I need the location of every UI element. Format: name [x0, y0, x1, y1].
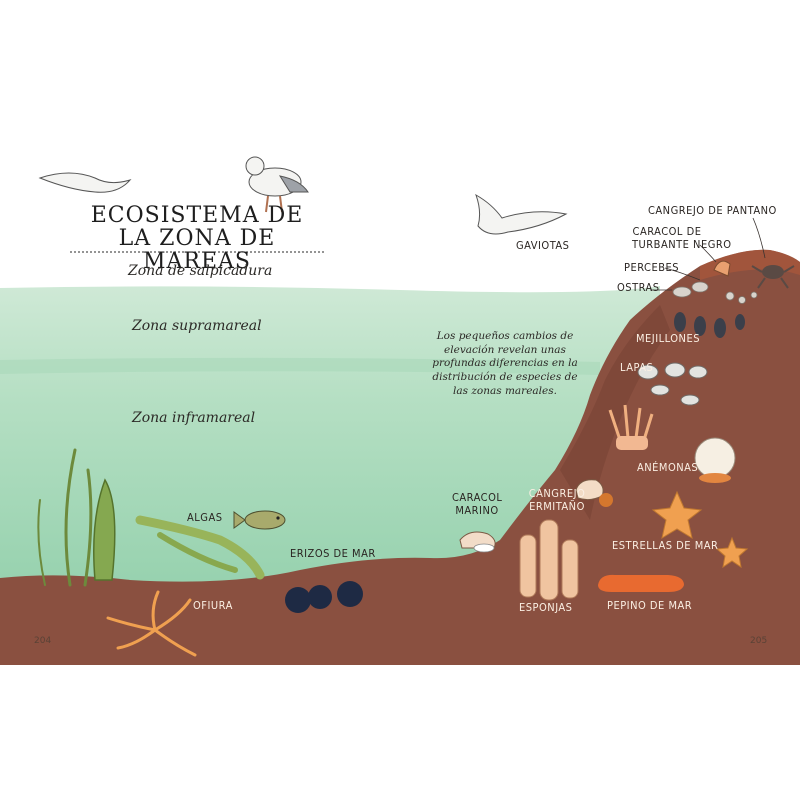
- label-sea-snail-line-2: MARINO: [455, 503, 499, 517]
- zone-splash-label: Zona de salpicadura: [128, 263, 273, 279]
- brittle-star-drawing: [106, 590, 197, 657]
- label-limpets: LAPAS: [620, 361, 654, 374]
- algae-drawing: [37, 448, 265, 587]
- mussels-drawing: [674, 312, 745, 338]
- rock-shade: [560, 305, 670, 520]
- sponges-drawing: [519, 519, 579, 601]
- label-hermit-crab-line-2: ERMITAÑO: [529, 499, 585, 513]
- label-oysters: OSTRAS: [617, 281, 660, 294]
- label-sea-snail-line-1: CARACOL: [452, 491, 503, 504]
- sea-urchins-drawing: [285, 581, 363, 613]
- page-number-left: 204: [34, 636, 52, 646]
- oysters-barnacles-drawing: [672, 281, 758, 304]
- label-hermit-crab-line-1: CANGREJO: [528, 487, 586, 500]
- fish-drawing: [233, 510, 286, 530]
- label-sea-snail: CARACOL MARINO: [452, 491, 503, 517]
- title-line-1: ECOSISTEMA DE: [90, 203, 304, 228]
- label-sea-urchins: ERIZOS DE MAR: [290, 547, 376, 560]
- hermit-crab-drawing: [575, 479, 613, 507]
- gull-flying-left: [38, 172, 132, 193]
- gull-flying-right: [475, 193, 568, 235]
- label-anemones: ANÉMONAS: [637, 461, 699, 474]
- leader-lines: [650, 217, 766, 291]
- limpets-drawing: [637, 362, 708, 406]
- label-brittle-star: OFIURA: [193, 599, 233, 612]
- label-turban-snail-line-1: CARACOL DE: [632, 225, 702, 238]
- marsh-crab-drawing: [751, 265, 795, 289]
- zone-supratidal-label: Zona supramareal: [132, 318, 262, 334]
- label-sea-cucumber: PEPINO DE MAR: [607, 599, 693, 612]
- label-sponges: ESPONJAS: [519, 601, 573, 614]
- label-starfish: ESTRELLAS DE MAR: [612, 539, 719, 552]
- page-title: ECOSISTEMA DE LA ZONA DE MAREAS: [62, 204, 332, 273]
- starfish-drawing: [651, 490, 749, 569]
- label-algae: ALGAS: [187, 511, 223, 524]
- label-mussels: MEJILLONES: [636, 332, 700, 345]
- water-band-supratidal: [0, 357, 600, 375]
- label-gulls: GAVIOTAS: [516, 239, 570, 252]
- label-hermit-crab: CANGREJO ERMITAÑO: [526, 487, 588, 513]
- elevation-note: Los pequeños cambios de elevación revela…: [432, 330, 578, 397]
- title-line-2: LA ZONA DE MAREAS: [118, 226, 276, 275]
- zone-infratidal-label: Zona inframareal: [132, 410, 256, 426]
- anemones-drawing: [608, 404, 736, 483]
- label-turban-snail-line-2: TURBANTE NEGRO: [632, 237, 732, 251]
- label-marsh-crab: CANGREJO DE PANTANO: [648, 204, 777, 217]
- gull-standing: [245, 156, 309, 213]
- turban-snail-drawing: [713, 260, 731, 277]
- sea-cucumber-drawing: [598, 574, 684, 592]
- sea-snail-drawing: [459, 531, 496, 553]
- label-turban-snail: CARACOL DE TURBANTE NEGRO: [632, 225, 732, 251]
- page-number-right: 205: [750, 636, 768, 646]
- rock-cliff: [0, 249, 800, 666]
- label-barnacles: PERCEBES: [624, 261, 680, 274]
